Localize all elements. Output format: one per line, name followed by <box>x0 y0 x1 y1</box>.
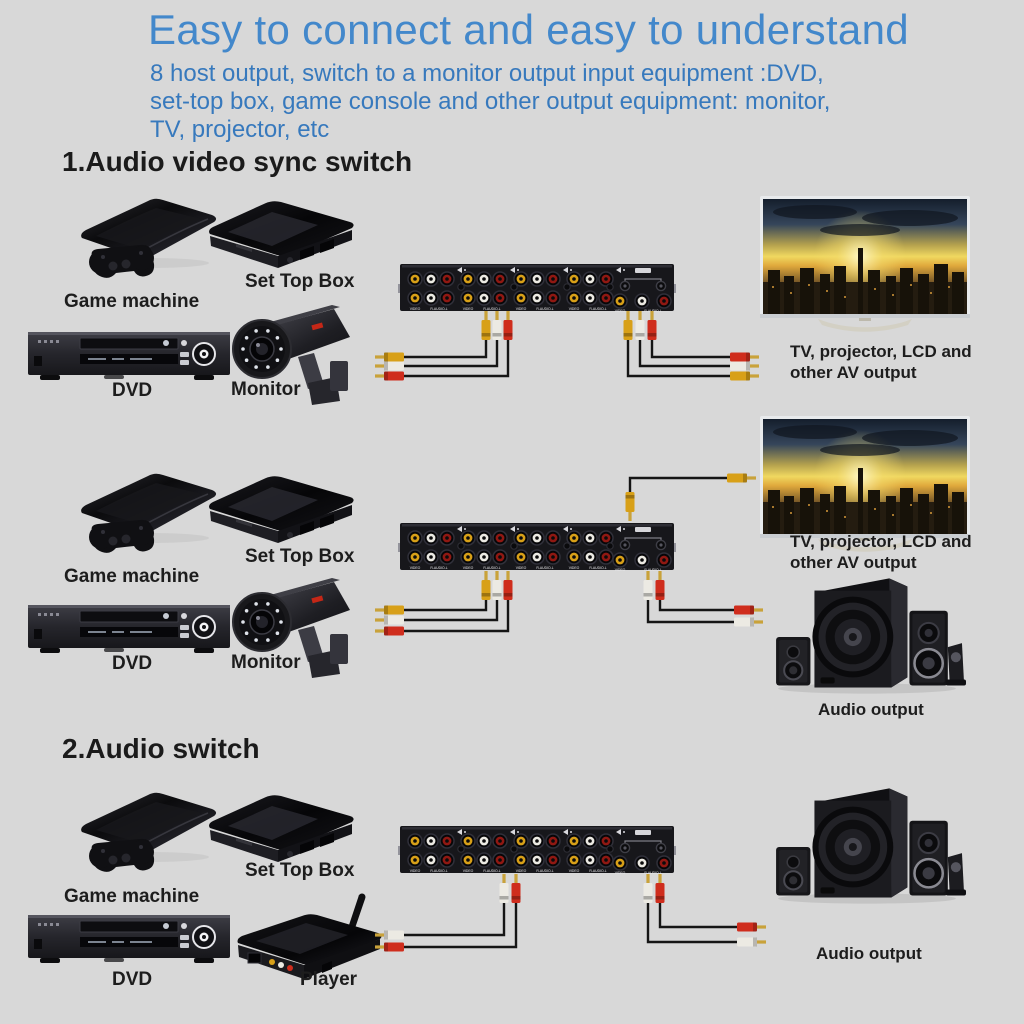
tv-output-caption: TV, projector, LCD and other AV output <box>790 531 972 573</box>
set-top-box-image <box>202 467 362 555</box>
dvd-player-image <box>26 326 232 384</box>
monitor-label: Monitor <box>231 379 301 400</box>
page-title: Easy to connect and easy to understand <box>148 6 909 53</box>
game-machine-label: Game machine <box>64 566 200 587</box>
tv-output-caption: TV, projector, LCD and other AV output <box>790 341 972 383</box>
av-switch-image <box>398 521 676 573</box>
dvd-player-image <box>26 909 232 967</box>
section1-heading: 1.Audio video sync switch <box>62 146 413 177</box>
tv-caption-line-2: other AV output <box>790 363 917 382</box>
subtitle-line-3: TV, projector, etc <box>150 116 330 143</box>
tv-caption-line-1: TV, projector, LCD and <box>790 532 972 551</box>
set-top-box-label: Set Top Box <box>245 271 355 292</box>
subtitle-line-2: set-top box, game console and other outp… <box>150 88 831 115</box>
dvd-label: DVD <box>112 380 153 401</box>
dvd-player-image <box>26 599 232 657</box>
game-machine-label: Game machine <box>64 291 200 312</box>
set-top-box-label: Set Top Box <box>245 860 355 881</box>
tv-image <box>760 196 970 336</box>
set-top-box-label: Set Top Box <box>245 546 355 567</box>
dvd-label: DVD <box>112 969 153 990</box>
game-machine-label: Game machine <box>64 886 200 907</box>
tv-caption-line-1: TV, projector, LCD and <box>790 342 972 361</box>
monitor-label: Monitor <box>231 652 301 673</box>
speakers-image <box>768 576 966 696</box>
subtitle-line-1: 8 host output, switch to a monitor outpu… <box>150 60 824 87</box>
tv-caption-line-2: other AV output <box>790 553 917 572</box>
set-top-box-image <box>202 192 362 280</box>
av-switch-image <box>398 262 676 314</box>
av-switch-image <box>398 824 676 876</box>
page-subtitle: 8 host output, switch to a monitor outpu… <box>150 60 830 144</box>
section2-heading: 2.Audio switch <box>62 733 260 764</box>
player-label: Player <box>300 969 358 990</box>
dvd-label: DVD <box>112 653 153 674</box>
speakers-image <box>768 786 966 906</box>
audio-output-caption: Audio output <box>816 944 922 963</box>
audio-output-caption: Audio output <box>818 700 924 719</box>
